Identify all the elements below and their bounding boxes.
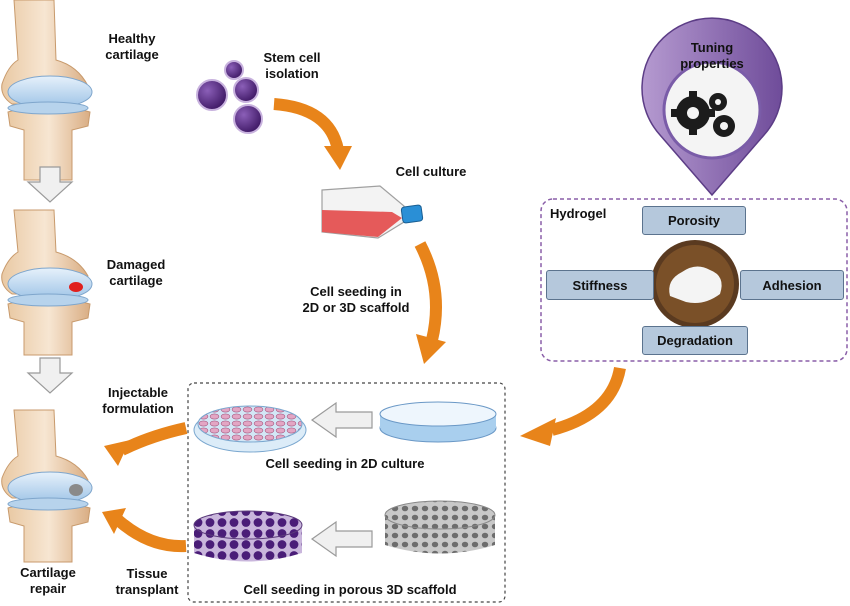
knee-healthy [1,0,93,181]
petri-dish-empty [379,401,497,443]
porosity-box: Porosity [642,206,746,235]
petri-dish-seeded [193,405,307,453]
label-cell-seeding: Cell seeding in 2D or 3D scaffold [302,284,410,315]
hydrogel-image [651,240,739,328]
label-stem-cell-isolation: Stem cell isolation [263,50,321,81]
stiffness-box: Stiffness [546,270,654,300]
label-3d-scaffold: Cell seeding in porous 3D scaffold [243,582,457,597]
label-2d-culture: Cell seeding in 2D culture [265,456,425,471]
culture-flask [321,185,424,239]
seeding-panel [187,382,506,603]
gear-icon [671,91,735,137]
arrow-to-seeding [414,241,442,342]
arrow-injectable [119,422,188,456]
damage-spot [69,282,83,292]
arrow-hydrogel-to-panel [550,366,626,436]
scaffold-seeded [193,510,303,562]
implant-spot [69,484,83,496]
label-tuning-properties: Tuning properties [680,40,744,71]
adhesion-box: Adhesion [740,270,844,300]
hydrogel-title: Hydrogel [550,206,607,221]
down-arrow-icon [26,166,74,203]
stem-cells [196,60,263,134]
knee-repaired [1,409,93,563]
label-tissue-transplant: Tissue transplant [115,566,179,597]
knee-damaged [1,209,93,356]
label-injectable-formulation: Injectable formulation [102,385,174,416]
left-arrow-icon [310,520,373,558]
label-healthy-cartilage: Healthy cartilage [105,31,159,62]
down-arrow-icon [26,357,74,394]
scaffold-porous [384,500,496,554]
degradation-box: Degradation [642,326,748,355]
hydrogel-panel [540,198,848,362]
label-damaged-cartilage: Damaged cartilage [106,257,166,288]
arrow-to-culture [273,98,344,152]
arrow-transplant [114,515,187,553]
left-arrow-icon [310,401,373,439]
label-cartilage-repair: Cartilage repair [20,565,76,596]
label-cell-culture: Cell culture [395,164,467,179]
